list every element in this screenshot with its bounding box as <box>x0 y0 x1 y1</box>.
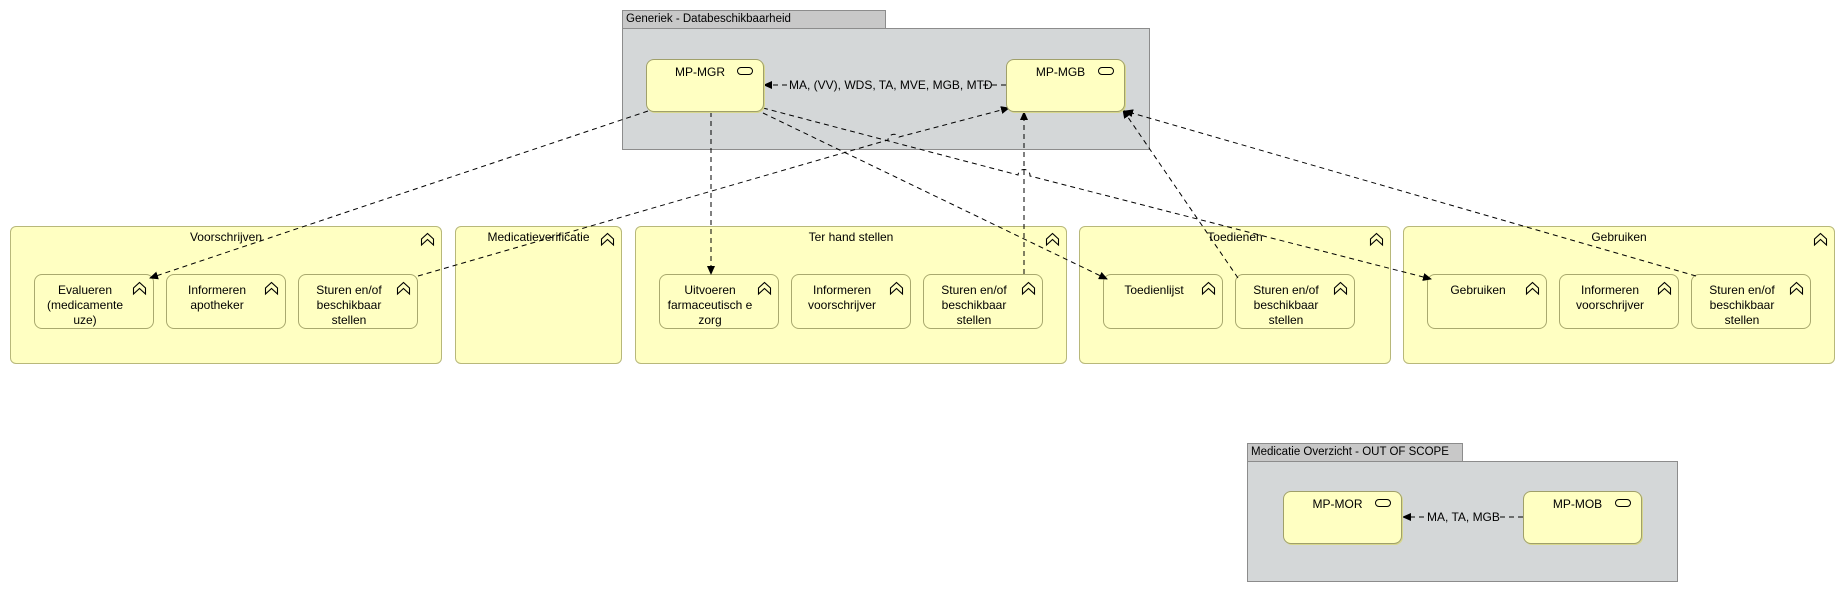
flow-sturen-gebruiken-mgb <box>1124 109 1697 277</box>
function-icon <box>132 281 147 296</box>
service-label: MP-MOB <box>1552 497 1603 511</box>
function-icon <box>1021 281 1036 296</box>
function-label: Informeren voorschrijver <box>807 283 876 312</box>
function-icon <box>1789 281 1804 296</box>
function-label: Sturen en/of beschikbaar stellen <box>1709 283 1775 327</box>
group-title-generiek: Generiek - Databeschikbaarheid <box>626 13 791 25</box>
process-icon <box>1369 232 1384 247</box>
flow-mgr-evalueren <box>149 110 649 280</box>
flow-mgr-toedienlijst <box>762 112 1108 280</box>
function-uitvoeren-farmaceutische-zorg[interactable]: Uitvoeren farmaceutisch e zorg <box>659 274 779 329</box>
function-sturen-voorschrijven[interactable]: Sturen en/of beschikbaar stellen <box>298 274 418 329</box>
function-informeren-voorschrijver-geb[interactable]: Informeren voorschrijver <box>1559 274 1679 329</box>
service-icon <box>737 67 753 75</box>
service-label: MP-MOR <box>1312 497 1363 511</box>
function-icon <box>889 281 904 296</box>
process-title-gebruiken: Gebruiken <box>1591 230 1647 244</box>
function-label: Toedienlijst <box>1124 283 1184 297</box>
function-label: Sturen en/of beschikbaar stellen <box>941 283 1007 327</box>
group-title-overzicht: Medicatie Overzicht - OUT OF SCOPE <box>1251 446 1449 458</box>
function-toedienlijst[interactable]: Toedienlijst <box>1103 274 1223 329</box>
function-icon <box>1657 281 1672 296</box>
edge-label-mgb-mgr: MA, (VV), WDS, TA, MVE, MGB, MTD <box>789 78 993 92</box>
flow-sturen-voorschrijven-mgb <box>417 106 1010 277</box>
group-tab-overzicht: Medicatie Overzicht - OUT OF SCOPE <box>1247 443 1463 462</box>
service-mp-mor[interactable]: MP-MOR <box>1283 491 1402 544</box>
process-title-medicatieverificatie: Medicatieverificatie <box>487 230 590 244</box>
service-label: MP-MGB <box>1035 65 1086 79</box>
process-icon <box>600 232 615 247</box>
service-icon <box>1375 499 1391 507</box>
function-label: Gebruiken <box>1450 283 1506 297</box>
service-mp-mob[interactable]: MP-MOB <box>1523 491 1642 544</box>
service-label: MP-MGR <box>675 65 725 79</box>
function-label: Informeren apotheker <box>187 283 247 312</box>
group-tab-generiek: Generiek - Databeschikbaarheid <box>622 10 886 29</box>
service-icon <box>1098 67 1114 75</box>
function-icon <box>757 281 772 296</box>
function-label: Uitvoeren farmaceutisch e zorg <box>667 283 753 327</box>
function-sturen-ter-hand-stellen[interactable]: Sturen en/of beschikbaar stellen <box>923 274 1043 329</box>
flow-sturen-toedienen-mgb <box>1122 109 1239 279</box>
function-label: Sturen en/of beschikbaar stellen <box>316 283 382 327</box>
process-medicatieverificatie[interactable]: Medicatieverificatie <box>455 226 622 364</box>
service-mp-mgb[interactable]: MP-MGB <box>1006 59 1125 112</box>
flow-mgr-gebruiken <box>762 107 1432 281</box>
function-icon <box>396 281 411 296</box>
function-label: Sturen en/of beschikbaar stellen <box>1253 283 1319 327</box>
service-mp-mgr[interactable]: MP-MGR <box>646 59 764 112</box>
process-title-voorschrijven: Voorschrijven <box>189 230 263 244</box>
function-informeren-voorschrijver-ths[interactable]: Informeren voorschrijver <box>791 274 911 329</box>
function-icon <box>1201 281 1216 296</box>
function-icon <box>1333 281 1348 296</box>
edge-label-mob-mor: MA, TA, MGB <box>1427 510 1500 524</box>
service-icon <box>1615 499 1631 507</box>
function-informeren-apotheker[interactable]: Informeren apotheker <box>166 274 286 329</box>
function-sturen-toedienen[interactable]: Sturen en/of beschikbaar stellen <box>1235 274 1355 329</box>
function-icon <box>264 281 279 296</box>
function-gebruiken[interactable]: Gebruiken <box>1427 274 1547 329</box>
function-label: Evalueren (medicamente uze) <box>46 283 124 327</box>
process-title-ter-hand-stellen: Ter hand stellen <box>808 230 894 244</box>
process-title-toedienen: Toedienen <box>1207 230 1263 244</box>
process-icon <box>1045 232 1060 247</box>
process-icon <box>1813 232 1828 247</box>
function-sturen-gebruiken[interactable]: Sturen en/of beschikbaar stellen <box>1691 274 1811 329</box>
function-evalueren[interactable]: Evalueren (medicamente uze) <box>34 274 154 329</box>
process-icon <box>420 232 435 247</box>
function-label: Informeren voorschrijver <box>1575 283 1644 312</box>
function-icon <box>1525 281 1540 296</box>
